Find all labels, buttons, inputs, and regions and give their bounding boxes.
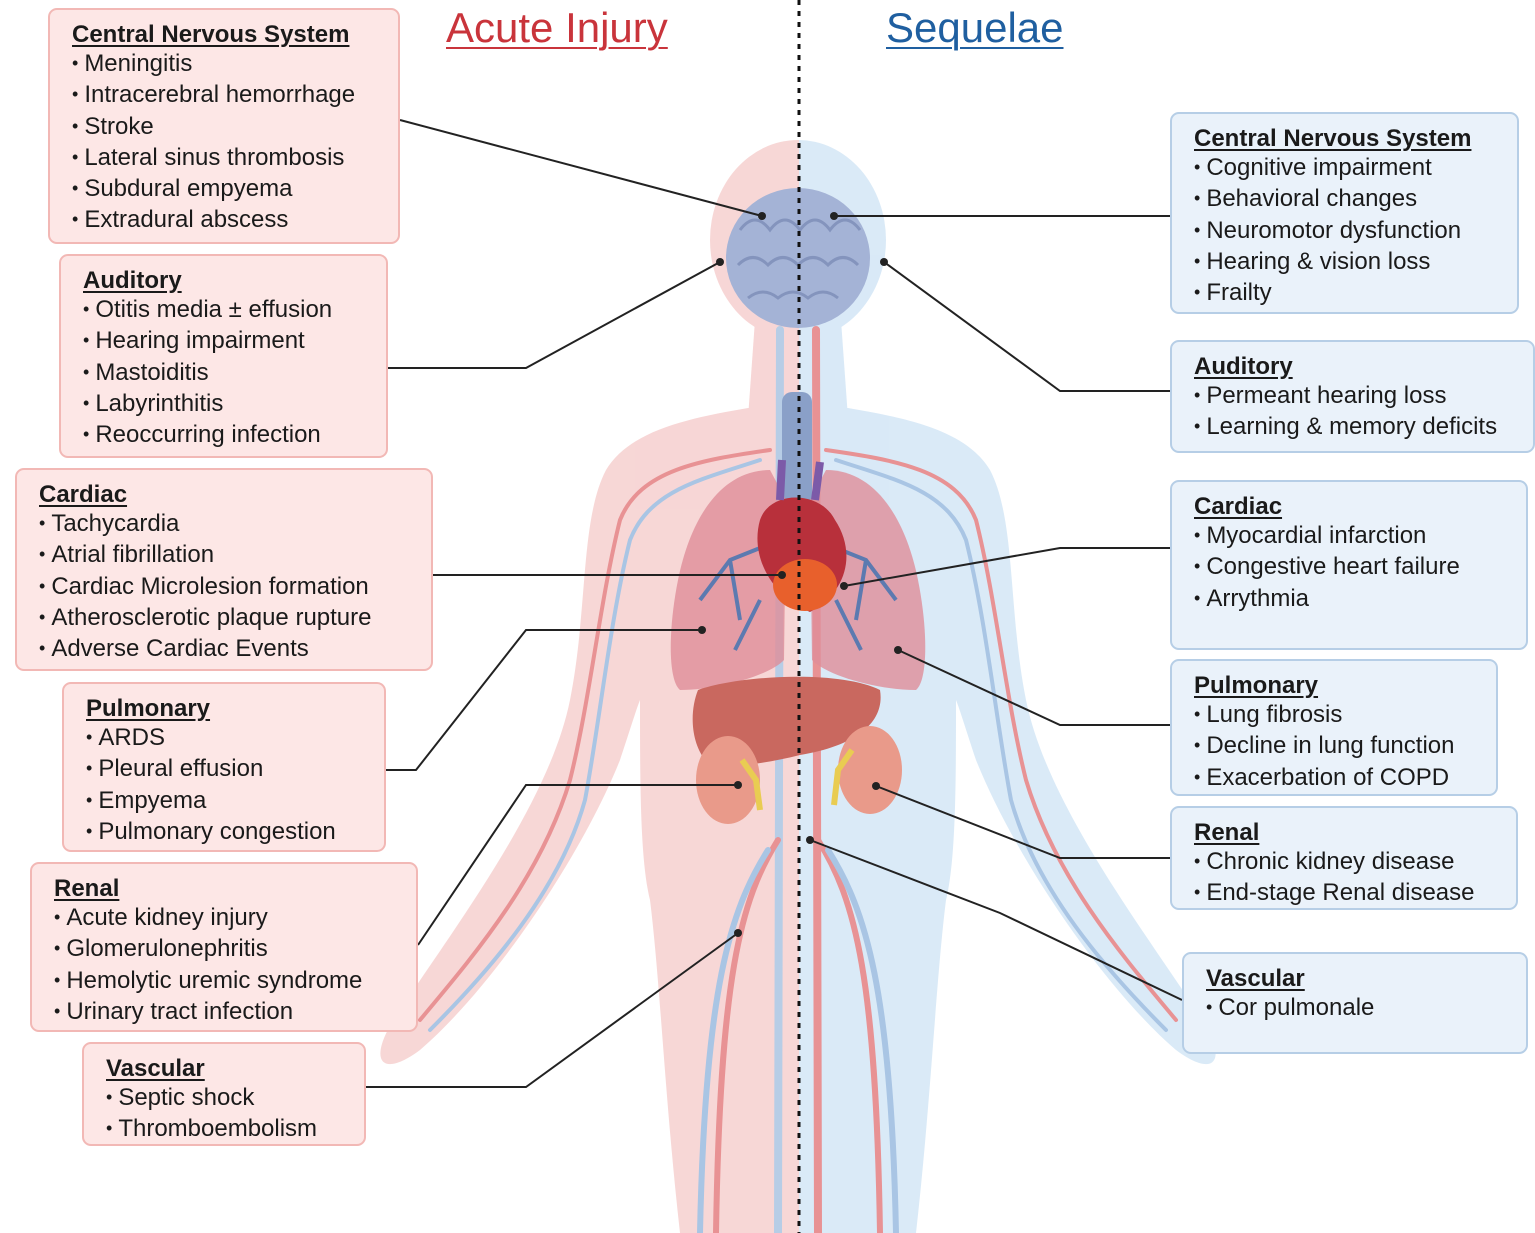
list-item: Myocardial infarction	[1194, 521, 1514, 552]
list-item: Congestive heart failure	[1194, 552, 1514, 583]
list-item: Stroke	[72, 112, 386, 143]
acute-auditory-list: Otitis media ± effusion Hearing impairme…	[83, 295, 374, 451]
list-item: Reoccurring infection	[83, 420, 374, 451]
list-item: Glomerulonephritis	[54, 934, 404, 965]
sequelae-vascular-list: Cor pulmonale	[1206, 993, 1514, 1024]
acute-vascular-box: Vascular Septic shock Thromboembolism	[82, 1042, 366, 1146]
acute-cns-box: Central Nervous System Meningitis Intrac…	[48, 8, 400, 244]
list-item: Cognitive impairment	[1194, 153, 1505, 184]
acute-auditory-title: Auditory	[83, 266, 374, 295]
sequelae-pulmonary-box: Pulmonary Lung fibrosis Decline in lung …	[1170, 659, 1498, 796]
list-item: Empyema	[86, 786, 372, 817]
sequelae-auditory-list: Permeant hearing loss Learning & memory …	[1194, 381, 1529, 444]
acute-cardiac-box: Cardiac Tachycardia Atrial fibrillation …	[15, 468, 433, 671]
list-item: Extradural abscess	[72, 205, 386, 236]
connector-acute-auditory	[388, 262, 720, 368]
acute-pulmonary-list: ARDS Pleural effusion Empyema Pulmonary …	[86, 723, 372, 848]
sequelae-auditory-title: Auditory	[1194, 352, 1529, 381]
sequelae-vascular-box: Vascular Cor pulmonale	[1182, 952, 1528, 1054]
acute-pulmonary-title: Pulmonary	[86, 694, 372, 723]
sequelae-renal-list: Chronic kidney disease End-stage Renal d…	[1194, 847, 1504, 910]
list-item: Pulmonary congestion	[86, 817, 372, 848]
acute-cns-list: Meningitis Intracerebral hemorrhage Stro…	[72, 49, 386, 237]
list-item: Pleural effusion	[86, 754, 372, 785]
list-item: Otitis media ± effusion	[83, 295, 374, 326]
sequelae-cns-title: Central Nervous System	[1194, 124, 1505, 153]
list-item: Adverse Cardiac Events	[39, 634, 419, 665]
sequelae-pulmonary-list: Lung fibrosis Decline in lung function E…	[1194, 700, 1484, 794]
sequelae-pulmonary-title: Pulmonary	[1194, 671, 1484, 700]
list-item: Meningitis	[72, 49, 386, 80]
sequelae-renal-box: Renal Chronic kidney disease End-stage R…	[1170, 806, 1518, 910]
sequelae-cardiac-list: Myocardial infarction Congestive heart f…	[1194, 521, 1514, 615]
sequelae-vascular-title: Vascular	[1206, 964, 1514, 993]
sequelae-heading: Sequelae	[886, 4, 1064, 52]
acute-vascular-list: Septic shock Thromboembolism	[106, 1083, 352, 1146]
list-item: Urinary tract infection	[54, 997, 404, 1028]
acute-vascular-title: Vascular	[106, 1054, 352, 1083]
sequelae-cardiac-title: Cardiac	[1194, 492, 1514, 521]
list-item: Exacerbation of COPD	[1194, 763, 1484, 794]
list-item: Atherosclerotic plaque rupture	[39, 603, 419, 634]
list-item: Frailty	[1194, 278, 1505, 309]
list-item: Behavioral changes	[1194, 184, 1505, 215]
sequelae-cns-box: Central Nervous System Cognitive impairm…	[1170, 112, 1519, 314]
list-item: Arrythmia	[1194, 584, 1514, 615]
list-item: Hemolytic uremic syndrome	[54, 966, 404, 997]
list-item: Intracerebral hemorrhage	[72, 80, 386, 111]
list-item: Decline in lung function	[1194, 731, 1484, 762]
acute-cns-title: Central Nervous System	[72, 20, 386, 49]
sequelae-cns-list: Cognitive impairment Behavioral changes …	[1194, 153, 1505, 309]
list-item: End-stage Renal disease	[1194, 878, 1504, 909]
list-item: Cardiac Microlesion formation	[39, 572, 419, 603]
list-item: Tachycardia	[39, 509, 419, 540]
acute-renal-box: Renal Acute kidney injury Glomerulonephr…	[30, 862, 418, 1032]
list-item: Cor pulmonale	[1206, 993, 1514, 1024]
sequelae-auditory-box: Auditory Permeant hearing loss Learning …	[1170, 340, 1535, 453]
connector-acute-cns	[400, 120, 762, 216]
list-item: Lateral sinus thrombosis	[72, 143, 386, 174]
list-item: Chronic kidney disease	[1194, 847, 1504, 878]
list-item: Subdural empyema	[72, 174, 386, 205]
list-item: Neuromotor dysfunction	[1194, 216, 1505, 247]
sequelae-renal-title: Renal	[1194, 818, 1504, 847]
list-item: Mastoiditis	[83, 358, 374, 389]
list-item: Acute kidney injury	[54, 903, 404, 934]
acute-renal-title: Renal	[54, 874, 404, 903]
list-item: Thromboembolism	[106, 1114, 352, 1145]
list-item: Labyrinthitis	[83, 389, 374, 420]
acute-auditory-box: Auditory Otitis media ± effusion Hearing…	[59, 254, 388, 458]
acute-injury-heading: Acute Injury	[446, 4, 668, 52]
acute-renal-list: Acute kidney injury Glomerulonephritis H…	[54, 903, 404, 1028]
list-item: Lung fibrosis	[1194, 700, 1484, 731]
list-item: Hearing & vision loss	[1194, 247, 1505, 278]
list-item: Hearing impairment	[83, 326, 374, 357]
sequelae-cardiac-box: Cardiac Myocardial infarction Congestive…	[1170, 480, 1528, 650]
trachea-organ	[782, 392, 812, 512]
connector-seq-auditory	[884, 262, 1170, 391]
list-item: Permeant hearing loss	[1194, 381, 1529, 412]
list-item: Learning & memory deficits	[1194, 412, 1529, 443]
list-item: ARDS	[86, 723, 372, 754]
acute-cardiac-title: Cardiac	[39, 480, 419, 509]
list-item: Septic shock	[106, 1083, 352, 1114]
list-item: Atrial fibrillation	[39, 540, 419, 571]
acute-pulmonary-box: Pulmonary ARDS Pleural effusion Empyema …	[62, 682, 386, 852]
acute-cardiac-list: Tachycardia Atrial fibrillation Cardiac …	[39, 509, 419, 665]
